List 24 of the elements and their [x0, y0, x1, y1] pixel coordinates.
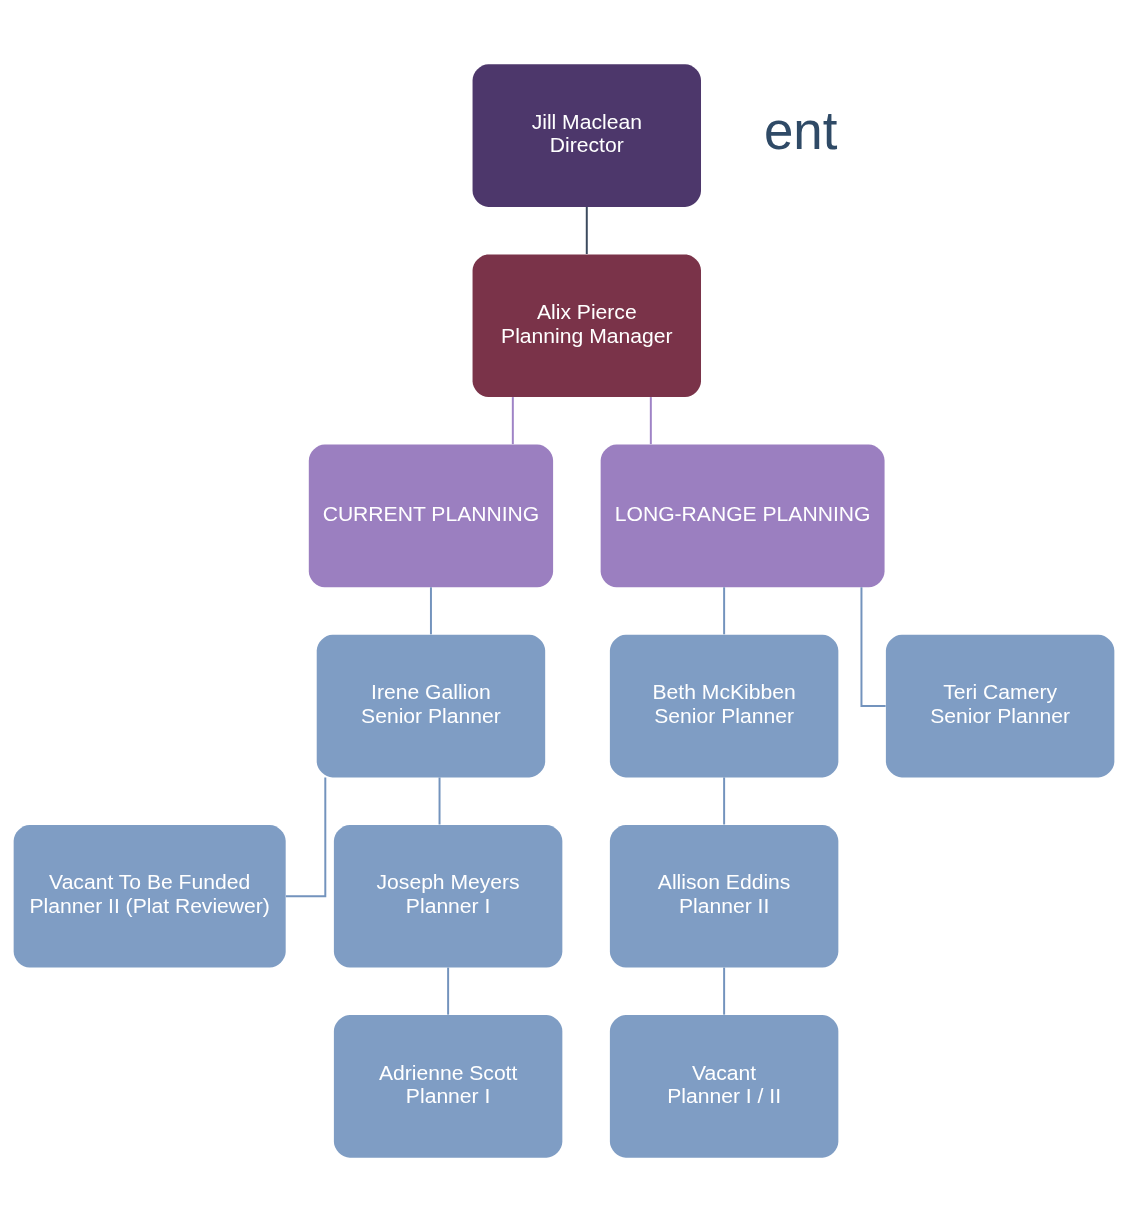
node-box: Adrienne Scott Planner I	[333, 1015, 563, 1158]
node-box: Alix Pierce Planning Manager	[472, 254, 701, 398]
connector	[860, 586, 887, 708]
connector	[438, 776, 441, 826]
node-box: Irene Gallion Senior Planner	[316, 634, 546, 778]
connector	[284, 776, 327, 898]
connector	[723, 776, 726, 826]
node-box: Vacant Planner I / II	[609, 1015, 839, 1158]
node-box: CURRENT PLANNING	[308, 444, 554, 588]
connector	[585, 205, 588, 255]
connector	[429, 586, 432, 636]
node-box: Jill Maclean Director	[472, 64, 701, 207]
node-box: Beth McKibben Senior Planner	[609, 634, 839, 778]
node-box: Teri Camery Senior Planner	[885, 634, 1115, 778]
connector	[723, 586, 726, 636]
connector	[511, 396, 514, 446]
connector	[447, 966, 450, 1016]
node-box: Vacant To Be Funded Planner II (Plat Reviewer)	[13, 824, 286, 968]
node-box: Joseph Meyers Planner I	[333, 824, 563, 968]
node-box: Allison Eddins Planner II	[609, 824, 839, 968]
connector	[723, 966, 726, 1016]
node-box: LONG-RANGE PLANNING	[600, 444, 885, 588]
label: ent	[764, 100, 838, 160]
connector	[649, 396, 652, 446]
